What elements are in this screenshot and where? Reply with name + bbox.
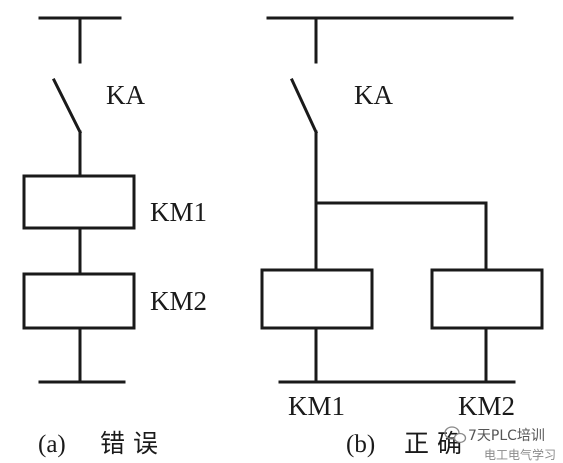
diagram-b-km2-coil xyxy=(430,268,544,330)
watermark-name: 7天PLC培训 xyxy=(468,428,545,444)
diagram-b-km1-coil xyxy=(260,268,374,330)
diagram-b-km1-label: KM1 xyxy=(288,391,345,421)
diagram-b-ka-contact xyxy=(290,78,318,134)
watermark: 7天PLC培训 电工电气学习 xyxy=(444,426,556,462)
wechat-icon xyxy=(444,426,467,444)
diagram-b-ka-label: KA xyxy=(354,80,393,110)
diagram-a-ka-label: KA xyxy=(106,80,145,110)
diagram-b-caption-prefix: (b) xyxy=(346,431,375,458)
watermark-subtitle: 电工电气学习 xyxy=(484,447,556,462)
diagram-a-km1-coil xyxy=(22,174,136,230)
diagram-a-km2-coil xyxy=(22,272,136,330)
diagram-a-caption-text: 错 误 xyxy=(100,429,158,458)
diagram-b-caption-text: 正 确 xyxy=(404,429,462,458)
diagram-b-correct: KA KM1 KM2 (b) 正 确 xyxy=(260,16,544,458)
diagram-a-caption-prefix: (a) xyxy=(38,431,66,458)
diagram-a-ka-contact xyxy=(51,77,83,135)
diagram-a-wrong: KA KM1 KM2 (a) 错 误 xyxy=(22,16,207,458)
diagram-a-km2-label: KM2 xyxy=(150,286,207,316)
diagram-a-km1-label: KM1 xyxy=(150,197,207,227)
diagram-b-km2-label: KM2 xyxy=(458,391,515,421)
